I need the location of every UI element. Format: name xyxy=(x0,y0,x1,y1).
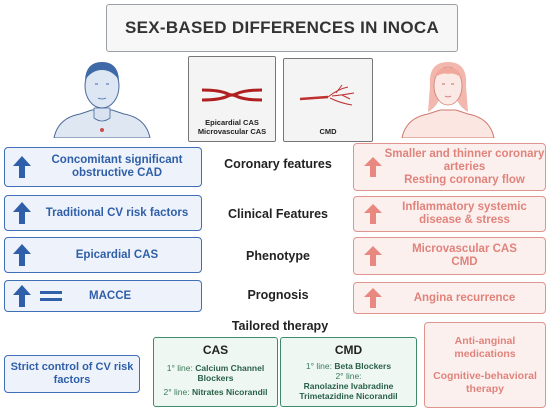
up-arrow-icon xyxy=(13,285,31,307)
cmd-second-line-prefix: 2° line: xyxy=(335,371,362,381)
female-prognosis-box: Angina recurrence xyxy=(353,282,546,314)
up-arrow-icon xyxy=(13,156,31,178)
microvessel-icon xyxy=(299,84,355,106)
cmd-label: CMD xyxy=(319,127,337,136)
up-arrow-icon xyxy=(364,157,382,177)
diagram-title: SEX-BASED DIFFERENCES IN INOCA xyxy=(124,18,440,37)
row-label-clinical: Clinical Features xyxy=(227,207,329,221)
cmd-first-line-prefix: 1° line: xyxy=(305,361,332,371)
microvascular-cas-label: Microvascular CAS xyxy=(197,127,267,136)
male-clinical-box: Traditional CV risk factors xyxy=(4,195,202,231)
up-arrow-icon xyxy=(13,202,31,224)
female-therapy-text-2: Cognitive-behavioral therapy xyxy=(433,369,537,395)
male-prognosis-text: MACCE xyxy=(89,289,132,302)
therapy-title: Tailored therapy xyxy=(231,319,329,333)
female-therapy-text-1: Anti-anginal medications xyxy=(454,334,516,360)
male-coronary-box: Concomitant significant obstructive CAD xyxy=(4,147,202,187)
row-label-coronary: Coronary features xyxy=(224,157,332,171)
female-therapy-box: Anti-anginal medications Cognitive-behav… xyxy=(424,322,546,408)
cas-therapy-box: CAS 1° line: Calcium Channel Blockers 2°… xyxy=(153,337,278,407)
cmd-second-line-value-1: Ranolazine Ivabradine xyxy=(303,381,394,391)
cas-second-line-value: Nitrates Nicorandil xyxy=(191,387,268,397)
male-therapy-text: Strict control of CV risk factors xyxy=(10,361,134,386)
title-box: SEX-BASED DIFFERENCES IN INOCA xyxy=(106,4,458,52)
female-clinical-box: Inflammatory systemic disease & stress xyxy=(353,196,546,232)
cmd-second-line-value-2: Trimetazidine Nicorandil xyxy=(299,391,398,401)
female-clinical-text: Inflammatory systemic disease & stress xyxy=(402,201,527,226)
cmd-therapy-box: CMD 1° line: Beta Blockers 2° line: Rano… xyxy=(280,337,417,407)
cas-therapy-title: CAS xyxy=(202,343,229,357)
row-label-prognosis: Prognosis xyxy=(247,288,309,302)
female-coronary-text-1: Smaller and thinner coronary arteries xyxy=(384,147,545,173)
epicardial-microvascular-box: Epicardial CAS Microvascular CAS xyxy=(188,56,276,142)
up-arrow-icon xyxy=(13,244,31,266)
female-coronary-box: Smaller and thinner coronary arteries Re… xyxy=(353,143,546,191)
male-phenotype-text: Epicardial CAS xyxy=(75,248,159,261)
up-arrow-icon xyxy=(364,246,382,266)
male-clinical-text: Traditional CV risk factors xyxy=(45,206,189,219)
female-phenotype-text-2: CMD xyxy=(451,256,478,268)
cmd-first-line-value: Beta Blockers xyxy=(334,361,392,371)
female-prognosis-text: Angina recurrence xyxy=(413,291,516,304)
cas-second-line-prefix: 2° line: xyxy=(163,387,190,397)
female-phenotype-text-1: Microvascular CAS xyxy=(412,243,517,255)
male-phenotype-box: Epicardial CAS xyxy=(4,237,202,273)
female-figure-icon xyxy=(401,62,495,138)
cas-first-line-value: Calcium Channel Blockers xyxy=(195,363,265,383)
male-prognosis-box: MACCE xyxy=(4,280,202,312)
row-label-phenotype: Phenotype xyxy=(246,249,310,263)
equal-sign-icon xyxy=(40,291,62,301)
male-therapy-box: Strict control of CV risk factors xyxy=(4,355,140,393)
female-coronary-text-2: Resting coronary flow xyxy=(404,173,525,186)
up-arrow-icon xyxy=(364,204,382,224)
vessel-spasm-icon xyxy=(201,88,263,102)
cmd-therapy-title: CMD xyxy=(334,343,363,357)
male-figure-icon xyxy=(53,62,151,138)
male-coronary-text: Concomitant significant obstructive CAD xyxy=(51,154,183,179)
cas-first-line-prefix: 1° line: xyxy=(166,363,193,373)
cmd-box: CMD xyxy=(283,58,373,142)
up-arrow-icon xyxy=(364,288,382,308)
epicardial-cas-label: Epicardial CAS xyxy=(205,118,259,127)
female-phenotype-box: Microvascular CAS CMD xyxy=(353,237,546,275)
